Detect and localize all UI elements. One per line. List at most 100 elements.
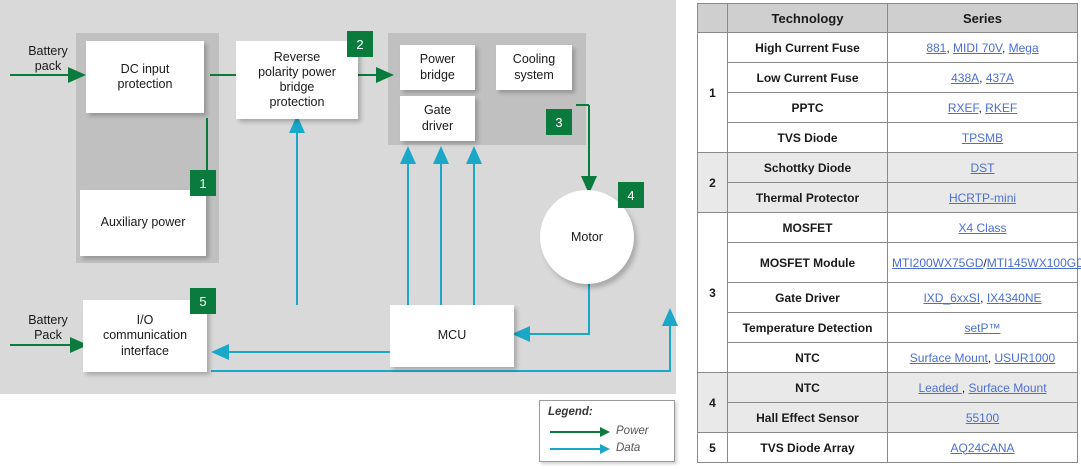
series-link[interactable]: 881 [926, 40, 947, 55]
series-separator: , [978, 100, 986, 115]
series-cell: setP™ [887, 312, 1078, 343]
series-link[interactable]: IX4340NE [986, 290, 1042, 305]
series-separator: , [979, 70, 986, 85]
technology-cell: TVS Diode [727, 122, 888, 153]
series-link[interactable]: USUR1000 [994, 350, 1056, 365]
group-number-cell-4: 4 [697, 372, 728, 433]
block-gate-driver[interactable]: Gate driver [400, 96, 475, 141]
block-label: Gate [423, 103, 452, 118]
series-separator: , [1001, 40, 1009, 55]
block-label: interface [121, 343, 169, 358]
block-auxiliary-power[interactable]: Auxiliary power [80, 190, 206, 256]
series-link[interactable]: Surface Mount [909, 350, 988, 365]
series-link[interactable]: MIDI 70V [953, 40, 1002, 55]
block-io-communication-interface[interactable]: I/O communication interface [83, 300, 207, 372]
series-cell: MTI200WX75GD/MTI145WX100GD [887, 242, 1081, 283]
series-separator: , [946, 40, 954, 55]
block-power-bridge[interactable]: Power bridge [400, 45, 475, 90]
block-label: Motor [571, 230, 603, 244]
block-label: Auxiliary power [100, 215, 186, 230]
label-battery-pack-bottom: Battery Pack [16, 313, 80, 343]
series-link[interactable]: Leaded [918, 380, 962, 395]
group-number-cell-1: 1 [697, 32, 728, 153]
technology-cell: MOSFET Module [727, 242, 888, 283]
block-cooling-system[interactable]: Cooling system [496, 45, 572, 90]
series-link[interactable]: setP™ [964, 320, 1001, 335]
header-technology: Technology [727, 3, 888, 33]
series-link[interactable]: MTI200WX75GD [892, 255, 984, 270]
block-label: Reverse [273, 49, 321, 64]
edge-label-line: pack [34, 59, 62, 73]
edge-label-line: Battery [28, 44, 68, 58]
series-link[interactable]: HCRTP-mini [948, 190, 1017, 205]
badge-2: 2 [347, 31, 373, 57]
series-link[interactable]: 438A [951, 70, 980, 85]
edge-label-line: Pack [34, 328, 62, 342]
group-number-cell-3: 3 [697, 212, 728, 373]
header-number [697, 3, 728, 33]
series-link[interactable]: MTI145WX100GD [986, 255, 1081, 270]
block-label: system [514, 67, 554, 82]
technology-cell: High Current Fuse [727, 32, 888, 63]
technology-cell: NTC [727, 342, 888, 373]
badge-4: 4 [618, 182, 644, 208]
series-cell: DST [887, 152, 1078, 183]
block-reverse-polarity-power-bridge-protection[interactable]: Reverse polarity power bridge protection [236, 41, 358, 119]
table-header-row: Technology Series [697, 3, 1078, 33]
block-label: polarity power [258, 64, 336, 79]
block-mcu[interactable]: MCU [390, 305, 514, 367]
badge-5: 5 [190, 288, 216, 314]
series-cell: Leaded , Surface Mount [887, 372, 1078, 403]
series-link[interactable]: 437A [985, 70, 1014, 85]
series-link[interactable]: RKEF [985, 100, 1018, 115]
series-link[interactable]: IXD_6xxSI [923, 290, 981, 305]
badge-label: 1 [199, 175, 207, 191]
legend-box: Legend: Power Data [539, 400, 675, 462]
series-separator: , [987, 350, 995, 365]
series-separator: , [961, 380, 969, 395]
block-label: protection [117, 77, 173, 91]
technology-cell: NTC [727, 372, 888, 403]
technology-cell: TVS Diode Array [727, 432, 888, 463]
technology-cell: Hall Effect Sensor [727, 402, 888, 433]
group-number-cell-2: 2 [697, 152, 728, 213]
series-link[interactable]: X4 Class [958, 220, 1007, 235]
technology-cell: PPTC [727, 92, 888, 123]
block-dc-input-protection[interactable]: DC input protection [86, 41, 204, 113]
series-link[interactable]: TPSMB [961, 130, 1004, 145]
series-link[interactable]: AQ24CANA [950, 440, 1015, 455]
system-block-diagram: DC input protection Auxiliary power Reve… [0, 0, 678, 394]
technology-cell: Thermal Protector [727, 182, 888, 213]
series-link[interactable]: Surface Mount [968, 380, 1047, 395]
technology-cell: MOSFET [727, 212, 888, 243]
legend-title: Legend: [548, 406, 593, 418]
series-link[interactable]: RXEF [947, 100, 979, 115]
block-label: protection [269, 95, 325, 110]
series-cell: HCRTP-mini [887, 182, 1078, 213]
block-label: MCU [437, 328, 467, 343]
series-cell: Surface Mount, USUR1000 [887, 342, 1078, 373]
power-arrow-icon [550, 427, 610, 437]
series-cell: AQ24CANA [887, 432, 1078, 463]
series-link[interactable]: Mega [1008, 40, 1039, 55]
block-label: bridge [279, 80, 315, 94]
legend-row-power: Power [548, 425, 668, 441]
header-series: Series [887, 3, 1078, 33]
badge-label: 2 [356, 36, 364, 52]
series-link[interactable]: 55100 [965, 410, 1000, 425]
block-label: Power [419, 52, 456, 67]
table-row: Thermal Protector HCRTP-mini [698, 182, 1078, 213]
series-cell: RXEF, RKEF [887, 92, 1078, 123]
series-link[interactable]: DST [970, 160, 995, 175]
series-cell: IXD_6xxSI, IX4340NE [887, 282, 1078, 313]
block-label: I/O [136, 313, 154, 328]
